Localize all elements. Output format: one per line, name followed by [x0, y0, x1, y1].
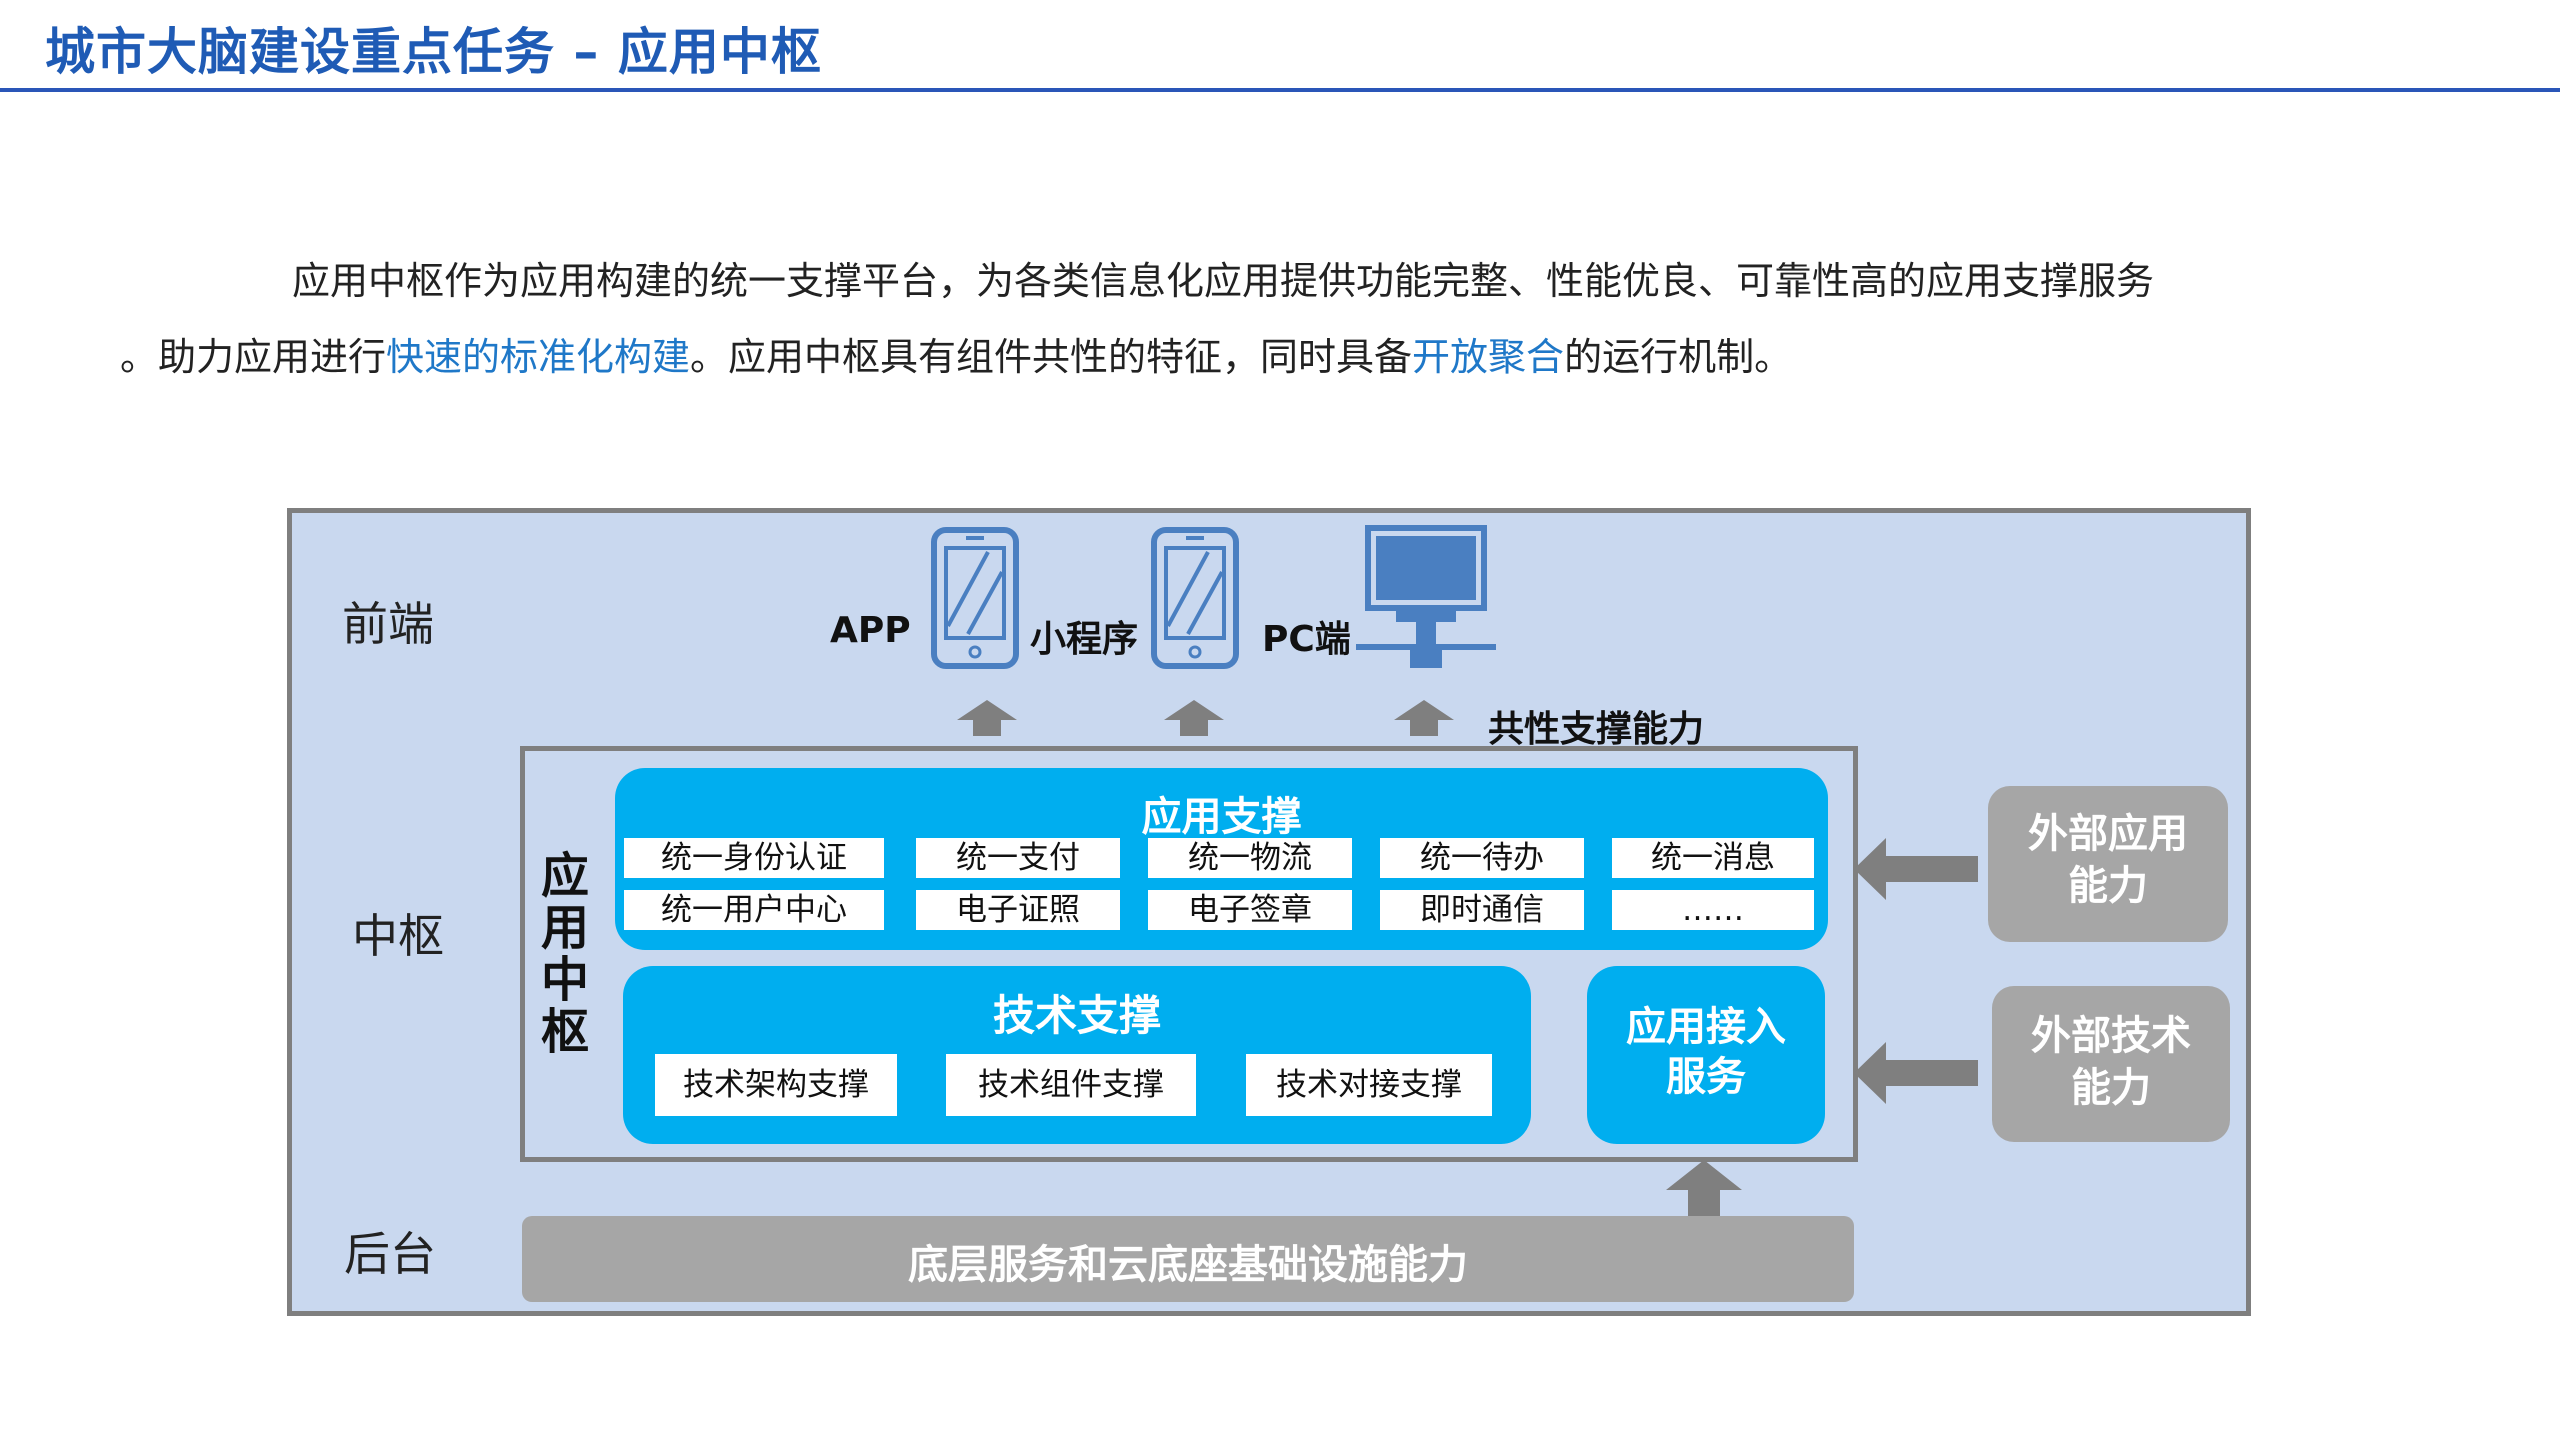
intro-text-b: 。应用中枢具有组件共性的特征，同时具备 [690, 335, 1413, 379]
up-arrow-icon [1394, 700, 1454, 736]
infrastructure-bar [522, 1216, 1854, 1302]
left-arrow-icon [1854, 838, 1978, 900]
computer-icon [1356, 525, 1496, 668]
access-service-line-1: 应用接入 [1626, 1004, 1786, 1050]
up-arrow-icon [1666, 1160, 1742, 1232]
app-support-item: 统一待办 [1380, 838, 1584, 878]
external-tech-label: 外部技术 能力 [1992, 1010, 2230, 1114]
access-service-label: 应用接入 服务 [1587, 1002, 1825, 1102]
slide-title: 城市大脑建设重点任务 – 应用中枢 [45, 23, 822, 81]
app-support-item: 统一用户中心 [624, 890, 884, 930]
intro-line-2: 。助力应用进行快速的标准化构建。应用中枢具有组件共性的特征，同时具备开放聚合的运… [120, 326, 1792, 381]
hub-vertical-label: 应用中枢 [540, 848, 589, 1060]
tech-support-item: 技术组件支撑 [946, 1054, 1196, 1116]
app-support-item: 统一物流 [1148, 838, 1352, 878]
layer-label-front: 前端 [342, 597, 434, 651]
infrastructure-label: 底层服务和云底座基础设施能力 [908, 1242, 1468, 1288]
phone-icon [1151, 527, 1239, 669]
intro-highlight-standardized: 快速的标准化构建 [386, 335, 691, 379]
device-label-mini-program: 小程序 [1030, 619, 1139, 660]
tech-support-item: 技术对接支撑 [1246, 1054, 1492, 1116]
up-arrow-icon [1164, 700, 1224, 736]
shared-capability-label: 共性支撑能力 [1488, 709, 1705, 750]
device-label-app: APP [830, 610, 911, 651]
external-tech-line-1: 外部技术 [2031, 1013, 2191, 1059]
app-support-item: 电子签章 [1148, 890, 1352, 930]
tech-support-title: 技术支撑 [992, 991, 1161, 1040]
access-service-block [1587, 966, 1825, 1144]
intro-text-c: 的运行机制。 [1564, 335, 1793, 379]
external-app-label: 外部应用 能力 [1988, 808, 2228, 912]
external-app-line-2: 能力 [2068, 863, 2148, 909]
device-label-pc: PC端 [1262, 619, 1351, 660]
external-app-block [1988, 786, 2228, 942]
app-support-item: 统一支付 [916, 838, 1120, 878]
phone-icon [931, 527, 1019, 669]
up-arrow-icon [957, 700, 1017, 736]
app-support-item: …… [1612, 890, 1814, 930]
app-support-item: 即时通信 [1380, 890, 1584, 930]
app-support-item: 统一消息 [1612, 838, 1814, 878]
layer-label-back: 后台 [344, 1227, 436, 1281]
left-arrow-icon [1854, 1042, 1978, 1104]
app-support-title: 应用支撑 [1141, 794, 1302, 840]
intro-text-a: 。助力应用进行 [120, 335, 387, 379]
app-support-item: 电子证照 [916, 890, 1120, 930]
title-rule [0, 88, 2560, 92]
external-tech-block [1992, 986, 2230, 1142]
tech-support-item: 技术架构支撑 [655, 1054, 897, 1116]
app-support-item: 统一身份认证 [624, 838, 884, 878]
external-app-line-1: 外部应用 [2028, 811, 2188, 857]
access-service-line-2: 服务 [1666, 1054, 1746, 1100]
layer-label-hub: 中枢 [352, 909, 444, 963]
intro-highlight-open: 开放聚合 [1412, 335, 1565, 379]
external-tech-line-2: 能力 [2071, 1065, 2151, 1111]
intro-line-1: 应用中枢作为应用构建的统一支撑平台，为各类信息化应用提供功能完整、性能优良、可靠… [292, 259, 2155, 303]
hub-frame [520, 746, 1858, 1162]
